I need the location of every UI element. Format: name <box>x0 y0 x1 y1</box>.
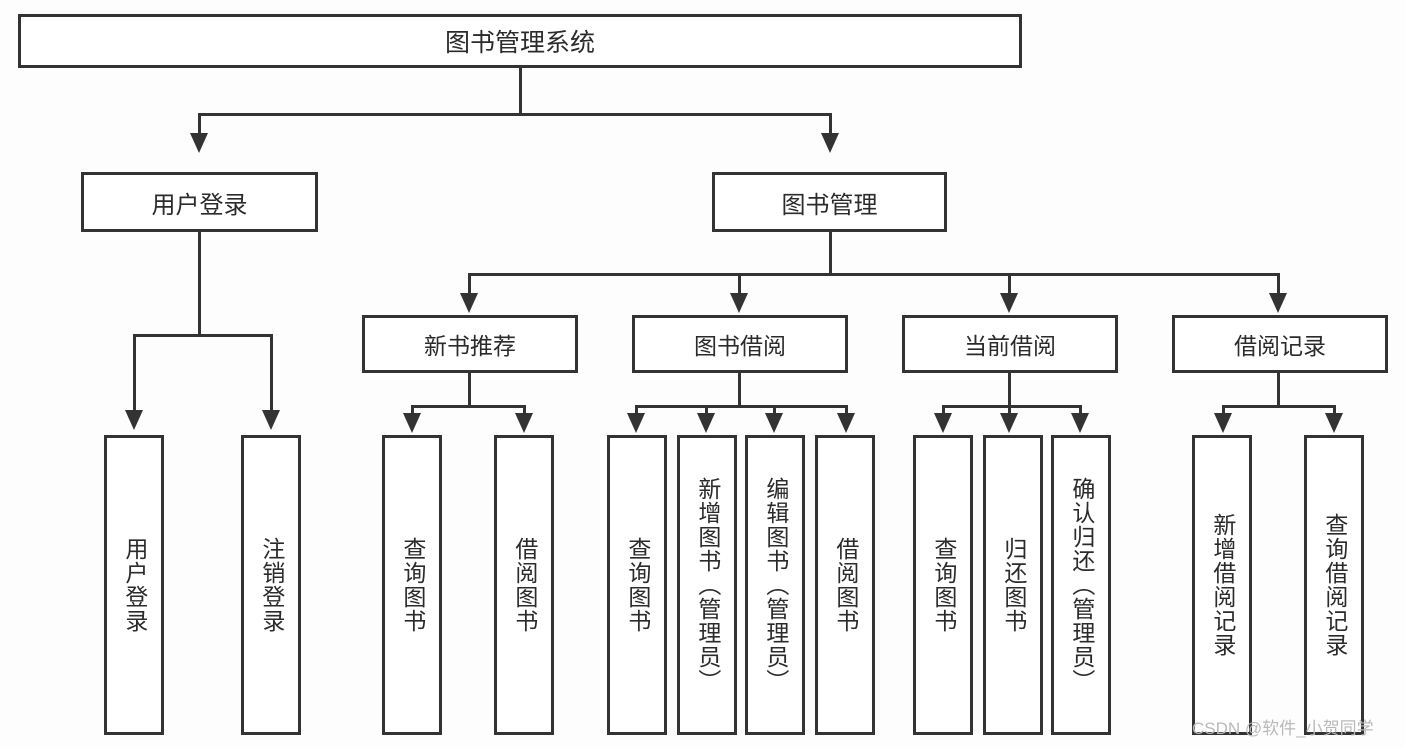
leaf-label: 新增借阅记录 <box>1209 513 1236 657</box>
arrow-to-leaf-query-book-2 <box>627 413 645 433</box>
leaf-edit-book-admin[interactable]: 编辑图书（管理员） <box>745 435 805 735</box>
leaf-add-borrow-record[interactable]: 新增借阅记录 <box>1192 435 1252 735</box>
arrow-to-leaf-borrow-book-2 <box>837 413 855 433</box>
leaf-label: 新增图书（管理员） <box>694 477 721 693</box>
connector-borrow-record-child1 <box>1222 405 1225 415</box>
node-new-book-recommend[interactable]: 新书推荐 <box>362 315 578 373</box>
arrow-to-current-borrow <box>1000 293 1018 313</box>
node-label: 借阅记录 <box>1234 333 1326 359</box>
node-current-borrow[interactable]: 当前借阅 <box>902 315 1118 373</box>
connector-to-book-borrow <box>738 273 741 295</box>
arrow-to-leaf-borrow-book-1 <box>515 413 533 433</box>
arrow-to-leaf-logout <box>262 410 280 430</box>
arrow-to-book-borrow <box>730 293 748 313</box>
connector-root-stem <box>519 68 522 113</box>
node-user-login[interactable]: 用户登录 <box>81 172 318 232</box>
leaf-label: 归还图书 <box>1000 537 1027 633</box>
leaf-label: 确认归还（管理员） <box>1068 477 1095 693</box>
arrow-to-leaf-return-book <box>1000 413 1018 433</box>
node-label: 当前借阅 <box>964 333 1056 359</box>
leaf-logout[interactable]: 注销登录 <box>241 435 301 735</box>
leaf-add-book-admin[interactable]: 新增图书（管理员） <box>677 435 737 735</box>
leaf-query-book-recommend[interactable]: 查询图书 <box>382 435 442 735</box>
connector-current-borrow-child2 <box>1008 405 1011 415</box>
connector-new-book-bar <box>411 405 526 408</box>
connector-to-new-book <box>468 273 471 295</box>
node-borrow-record[interactable]: 借阅记录 <box>1172 315 1388 373</box>
arrow-to-new-book <box>460 293 478 313</box>
node-book-management[interactable]: 图书管理 <box>712 172 947 232</box>
leaf-return-book[interactable]: 归还图书 <box>983 435 1043 735</box>
connector-book-borrow-stem <box>738 373 741 407</box>
leaf-label: 用户登录 <box>121 537 148 633</box>
node-book-borrow[interactable]: 图书借阅 <box>632 315 848 373</box>
node-label: 图书管理系统 <box>444 29 595 57</box>
connector-to-borrow-record <box>1277 273 1280 295</box>
connector-new-book-stem <box>468 373 471 407</box>
node-label: 用户登录 <box>151 191 248 219</box>
leaf-confirm-return-admin[interactable]: 确认归还（管理员） <box>1051 435 1111 735</box>
connector-root-to-book-mgmt <box>829 113 832 136</box>
leaf-query-borrow-record[interactable]: 查询借阅记录 <box>1304 435 1364 735</box>
connector-book-mgmt-stem <box>829 232 832 275</box>
connector-current-borrow-child3 <box>1079 405 1082 415</box>
connector-new-book-child2 <box>523 405 526 415</box>
leaf-borrow-book-recommend[interactable]: 借阅图书 <box>494 435 554 735</box>
arrow-to-leaf-confirm-return <box>1071 413 1089 433</box>
connector-borrow-record-child2 <box>1333 405 1336 415</box>
leaf-label: 查询图书 <box>624 537 651 633</box>
arrow-to-leaf-user-login <box>125 410 143 430</box>
leaf-query-book-current[interactable]: 查询图书 <box>913 435 973 735</box>
connector-current-borrow-bar <box>942 405 1082 408</box>
connector-book-borrow-child2 <box>705 405 708 415</box>
connector-current-borrow-stem <box>1008 373 1011 407</box>
leaf-label: 查询图书 <box>399 537 426 633</box>
arrow-to-leaf-add-book <box>697 413 715 433</box>
arrow-to-borrow-record <box>1269 293 1287 313</box>
connector-borrow-record-stem <box>1277 373 1280 407</box>
node-label: 图书管理 <box>781 191 878 219</box>
arrow-to-leaf-edit-book <box>765 413 783 433</box>
connector-to-current-borrow <box>1008 273 1011 295</box>
arrow-to-leaf-query-record <box>1325 413 1343 433</box>
leaf-query-book-borrow[interactable]: 查询图书 <box>607 435 667 735</box>
leaf-label: 借阅图书 <box>511 537 538 633</box>
leaf-label: 查询图书 <box>930 537 957 633</box>
leaf-label: 注销登录 <box>258 537 285 633</box>
connector-user-login-bar <box>133 334 273 337</box>
node-label: 图书借阅 <box>694 333 786 359</box>
arrow-to-user-login <box>190 133 208 153</box>
connector-user-login-child2 <box>270 334 273 412</box>
connector-root-to-user-login <box>198 113 201 136</box>
connector-book-borrow-bar <box>635 405 848 408</box>
leaf-label: 借阅图书 <box>832 537 859 633</box>
node-label: 新书推荐 <box>424 333 516 359</box>
csdn-watermark: CSDN @软件_小贺同学 <box>1192 719 1374 738</box>
node-book-management-system[interactable]: 图书管理系统 <box>18 14 1022 68</box>
connector-root-bar <box>198 113 832 116</box>
arrow-to-leaf-query-book-1 <box>403 413 421 433</box>
arrow-to-book-mgmt <box>821 133 839 153</box>
leaf-label: 查询借阅记录 <box>1321 513 1348 657</box>
connector-borrow-record-bar <box>1222 405 1336 408</box>
connector-book-borrow-child3 <box>773 405 776 415</box>
connector-user-login-stem <box>198 232 201 337</box>
connector-book-borrow-child4 <box>845 405 848 415</box>
connector-book-mgmt-bar <box>468 273 1280 276</box>
connector-book-borrow-child1 <box>635 405 638 415</box>
arrow-to-leaf-query-book-3 <box>934 413 952 433</box>
arrow-to-leaf-add-record <box>1214 413 1232 433</box>
connector-new-book-child1 <box>411 405 414 415</box>
leaf-user-login[interactable]: 用户登录 <box>104 435 164 735</box>
leaf-label: 编辑图书（管理员） <box>762 477 789 693</box>
connector-user-login-child1 <box>133 334 136 412</box>
leaf-borrow-book[interactable]: 借阅图书 <box>815 435 875 735</box>
connector-current-borrow-child1 <box>942 405 945 415</box>
